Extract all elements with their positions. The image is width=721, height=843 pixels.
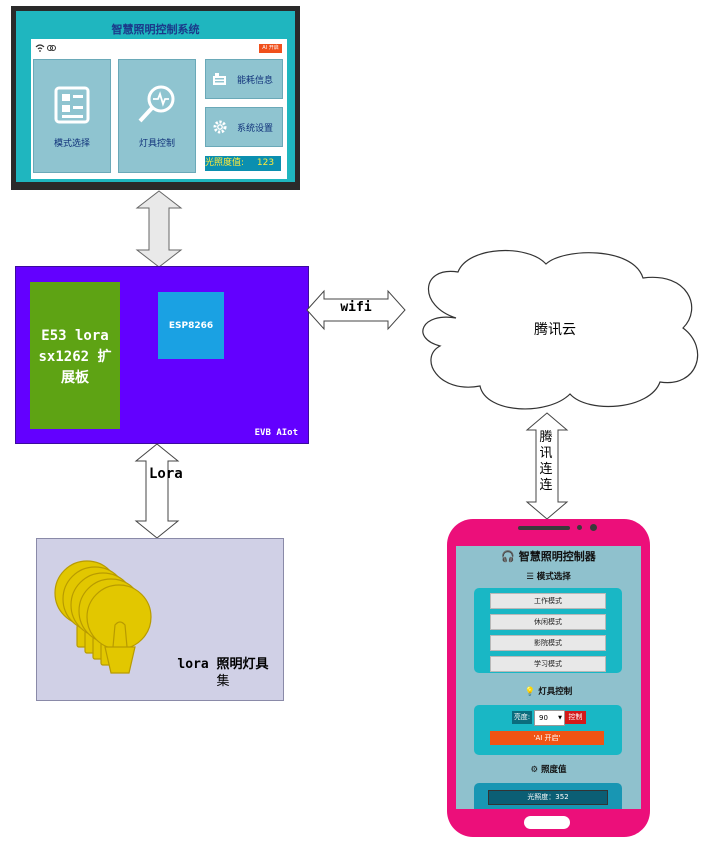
e53-lora-module: E53 lora sx1262 扩 展板 — [30, 282, 120, 429]
monitor-board-arrow — [135, 190, 183, 268]
lux-section-title: ⚙ 照度值 — [456, 763, 641, 775]
energy-info-label: 能耗信息 — [236, 76, 273, 86]
ai-status-badge[interactable]: AI 开启 — [259, 44, 282, 53]
bulb-small-icon: 💡 — [524, 687, 536, 697]
system-settings-tile[interactable]: 系统设置 — [205, 107, 283, 147]
gear-icon — [213, 120, 227, 134]
cloud-label: 腾讯云 — [534, 322, 576, 338]
system-settings-label: 系统设置 — [236, 124, 273, 134]
lux-readout-bar: 光照度值: 123 — [205, 156, 281, 171]
chevron-down-icon: ▼ — [558, 715, 562, 721]
mode-button-cinema[interactable]: 影院模式 — [490, 635, 606, 651]
lora-lamp-cluster: lora 照明灯具 集 — [36, 538, 284, 701]
phone-camera — [577, 525, 582, 530]
brightness-value: 90 — [539, 714, 548, 722]
mode-section-box: 工作模式 休闲模式 影院模式 学习模式 — [474, 588, 622, 673]
mode-section-label: 模式选择 — [536, 572, 571, 582]
monitor-panel: AI 开启 模式选择 灯具控制 — [31, 39, 287, 179]
mode-section-title: ☰ 模式选择 — [456, 570, 641, 582]
sliders-icon: ☰ — [526, 572, 534, 582]
phone-speaker — [518, 526, 570, 530]
light-section-label: 灯具控制 — [538, 687, 573, 697]
home-button[interactable] — [524, 816, 570, 829]
mode-button-work[interactable]: 工作模式 — [490, 593, 606, 609]
esp-label: ESP8266 — [168, 321, 214, 331]
lamp-cluster-label: lora 照明灯具 集 — [168, 656, 278, 690]
phone-screen: 🎧 智慧照明控制器 ☰ 模式选择 工作模式 休闲模式 影院模式 学习模式 💡 灯… — [456, 546, 641, 809]
monitor-screen: 智慧照明控制系统 AI 开启 模式选择 — [16, 11, 295, 182]
mode-select-tile[interactable]: 模式选择 — [33, 59, 111, 173]
mode-button-leisure[interactable]: 休闲模式 — [490, 614, 606, 630]
lux-section-box: 光照度：352 — [474, 783, 622, 809]
bulb-icon — [54, 560, 152, 674]
brightness-label: 亮度: — [512, 711, 532, 724]
phone-lux-readout: 光照度：352 — [488, 790, 608, 805]
light-section-box: 亮度: 90 ▼ 控制 'AI 开启' — [474, 705, 622, 755]
gear-small-icon: ⚙ — [530, 765, 539, 775]
lora-label: Lora — [149, 466, 183, 482]
lamp-label-line1: lora 照明灯具 — [177, 657, 269, 672]
phone-title: 智慧照明控制器 — [518, 550, 596, 563]
light-search-icon — [138, 85, 175, 123]
mode-button-study[interactable]: 学习模式 — [490, 656, 606, 672]
energy-info-tile[interactable]: 能耗信息 — [205, 59, 283, 99]
lux-section-label: 照度值 — [541, 765, 567, 775]
ai-toggle-button[interactable]: 'AI 开启' — [490, 731, 604, 745]
wifi-link-arrow — [306, 289, 406, 331]
headset-icon: 🎧 — [501, 550, 515, 563]
tencent-cloud — [422, 249, 699, 410]
e53-label-line1: E53 lora — [41, 328, 109, 344]
e53-label-line2: sx1262 扩 — [38, 349, 112, 365]
light-section-title: 💡 灯具控制 — [456, 685, 641, 697]
wifi-icon — [35, 44, 56, 52]
lamp-label-line2: 集 — [216, 674, 230, 689]
evb-aiot-board: E53 lora sx1262 扩 展板 ESP8266 EVB AIot — [15, 266, 309, 444]
list-icon — [54, 86, 90, 124]
light-control-label: 灯具控制 — [138, 139, 175, 149]
monitor-title: 智慧照明控制系统 — [111, 23, 200, 36]
tencent-link-label: 腾讯连连 — [539, 430, 553, 493]
wifi-label: wifi — [340, 300, 372, 315]
esp8266-module: ESP8266 — [158, 292, 224, 359]
energy-icon — [213, 73, 226, 85]
mode-select-label: 模式选择 — [53, 139, 90, 149]
phone-sensor — [590, 524, 597, 531]
e53-label-line3: 展板 — [61, 370, 89, 386]
smartphone: 🎧 智慧照明控制器 ☰ 模式选择 工作模式 休闲模式 影院模式 学习模式 💡 灯… — [447, 519, 650, 837]
board-label: EVB AIot — [254, 428, 298, 438]
light-control-tile[interactable]: 灯具控制 — [118, 59, 196, 173]
brightness-select[interactable]: 90 ▼ — [534, 710, 565, 726]
control-button[interactable]: 控制 — [565, 711, 586, 724]
lora-link-arrow — [134, 443, 180, 539]
lux-value: 123 — [256, 158, 275, 168]
phone-title-row: 🎧 智慧照明控制器 — [456, 548, 641, 564]
lux-label: 光照度值: — [205, 158, 245, 168]
